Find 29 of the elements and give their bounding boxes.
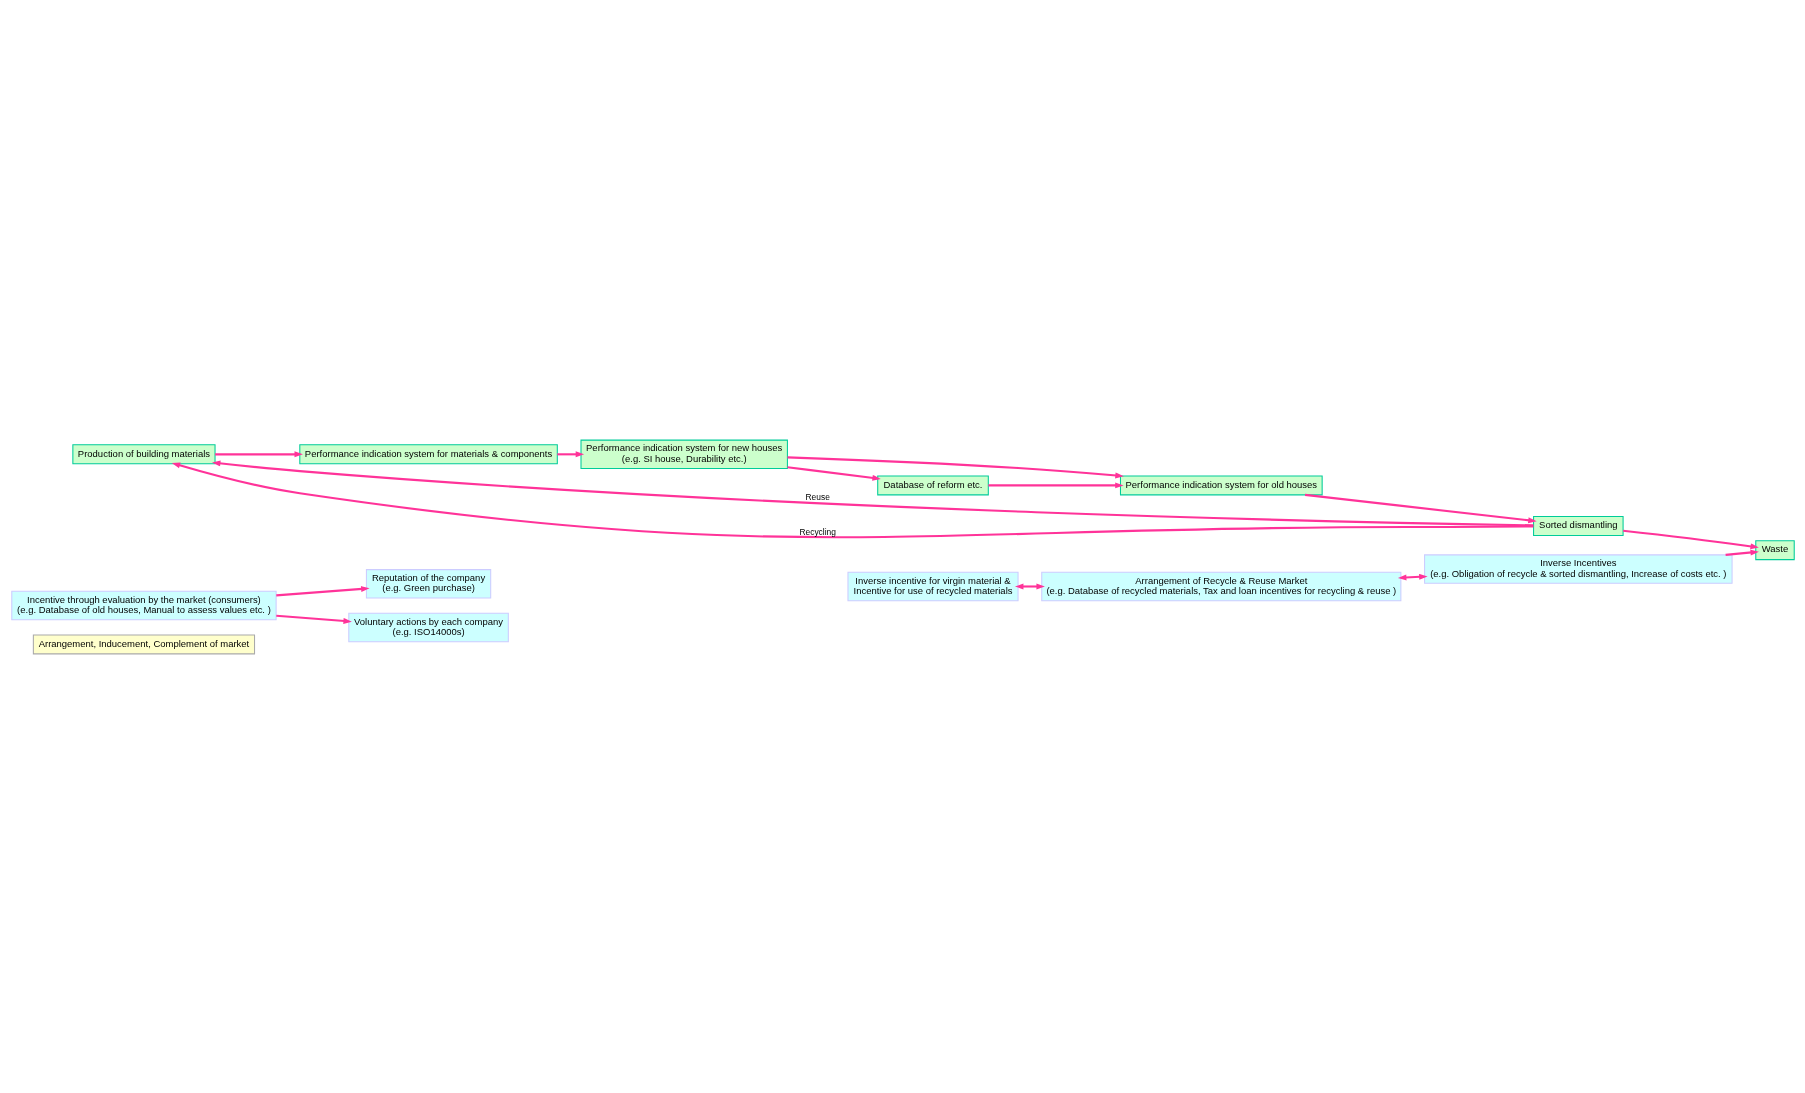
- arrow: [275, 585, 370, 596]
- node-box: Reputation of the company (e.g. Green purchase): [365, 568, 491, 599]
- node-box: Arrangement, Inducement, Complement of market: [32, 633, 255, 654]
- node-box: Arrangement of Recycle & Reuse Market (e.g. Database of recycled materials, Tax and loan incentives for recycling & reuse ): [1040, 571, 1401, 601]
- arrow: [214, 450, 303, 457]
- node-box: Sorted dismantling: [1532, 515, 1624, 536]
- edge-label: Reuse: [805, 491, 830, 502]
- arrow: [987, 481, 1124, 488]
- node-box: Inverse Incentives (e.g. Obligation of recycle & sorted dismantling, Increase of costs etc. ): [1423, 553, 1733, 584]
- node-box: Waste: [1754, 539, 1795, 560]
- node-box: Production of building materials: [71, 443, 216, 464]
- arrow: [1622, 529, 1759, 549]
- node-box: Performance indication system for new houses (e.g. SI house, Durability etc.): [579, 439, 788, 469]
- arrow: [556, 450, 584, 457]
- arrow: [786, 465, 881, 481]
- node-box: Performance indication system for old houses: [1119, 474, 1323, 495]
- arrow: [211, 459, 1533, 526]
- arrow: [1304, 493, 1537, 523]
- arrow: [171, 461, 1533, 538]
- arrow: [1725, 549, 1759, 556]
- node-box: Inverse incentive for virgin material & Incentive for use of recycled materials: [846, 571, 1019, 601]
- node-box: Incentive through evaluation by the market (consumers) (e.g. Database of old houses, Manual to assess values etc. ): [10, 590, 277, 620]
- arrow: [275, 614, 352, 624]
- node-box: Voluntary actions by each company (e.g. ISO14000s): [347, 612, 509, 642]
- arrow: [786, 455, 1124, 478]
- node-box: Performance indication system for materials & components: [298, 443, 558, 464]
- node-box: Database of reform etc.: [876, 474, 989, 495]
- arrow: [1014, 583, 1045, 589]
- edge-label: Recycling: [798, 526, 836, 537]
